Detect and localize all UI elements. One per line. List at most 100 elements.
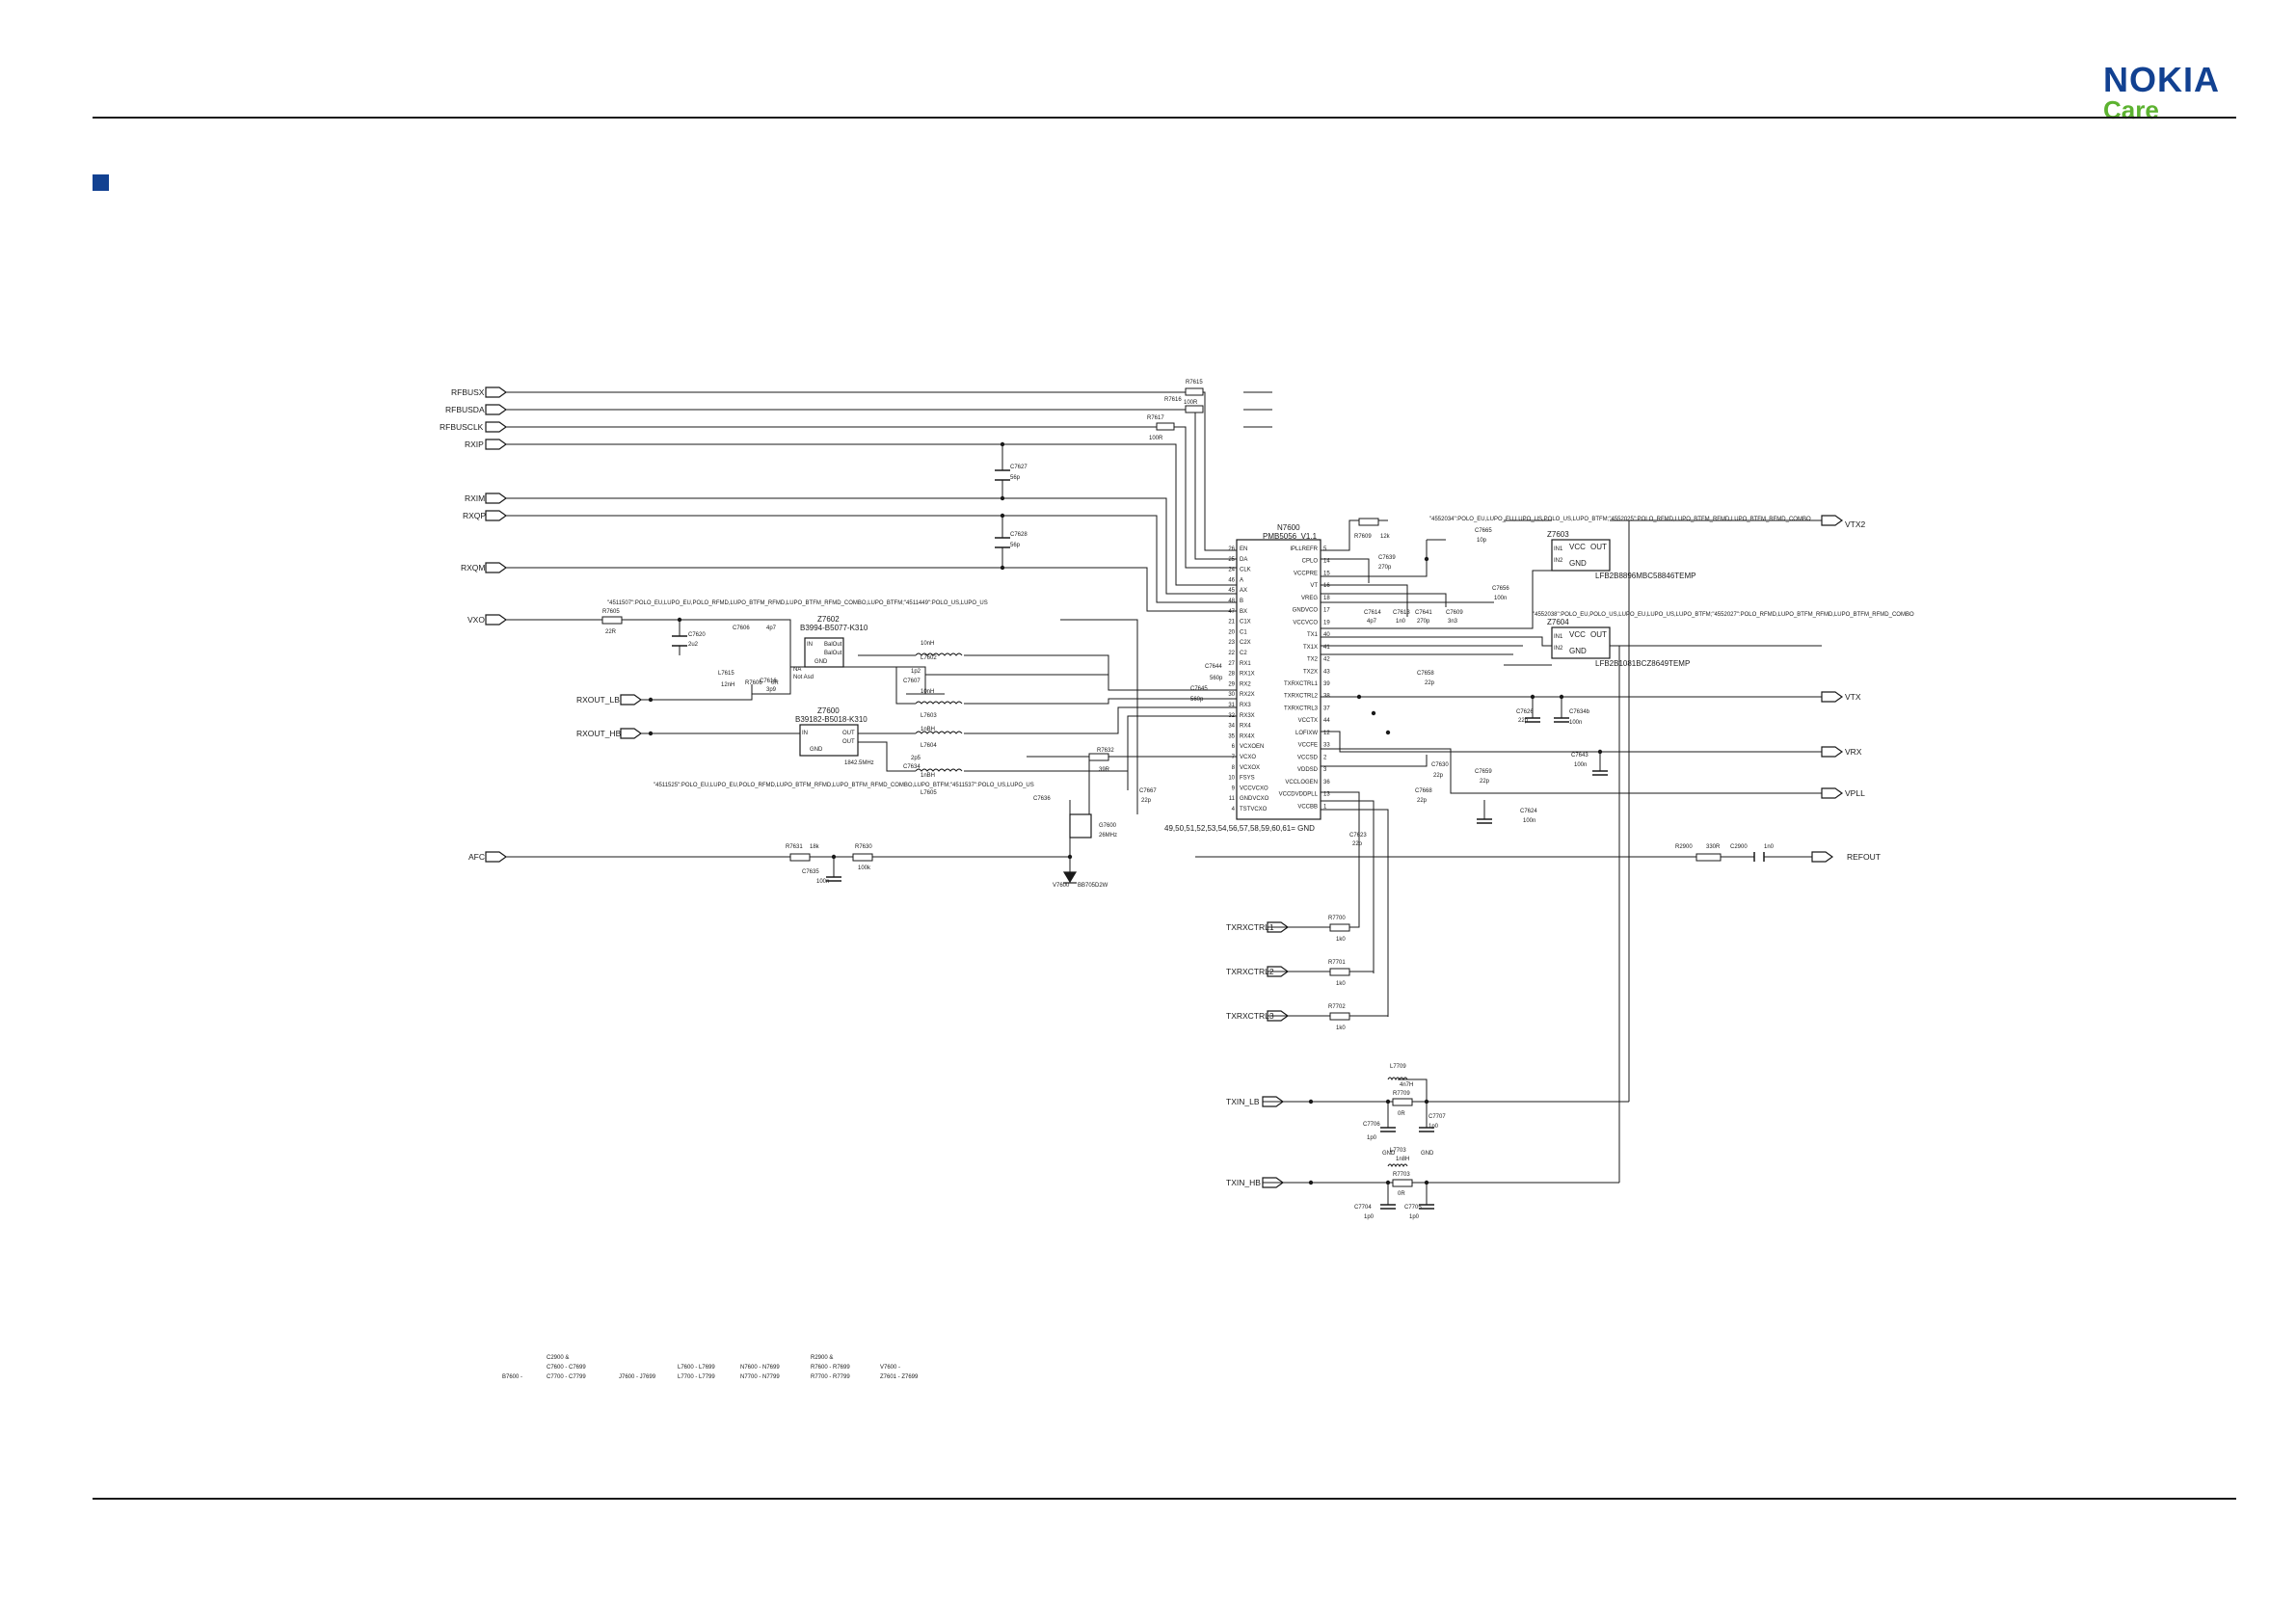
- ic-pin-name: GNDVCXO: [1240, 796, 1269, 802]
- port-shapes: [485, 386, 1844, 1188]
- ic-pin-name: TXRXCTRL2: [1284, 694, 1319, 700]
- comp-value: 1p0: [1364, 1214, 1375, 1220]
- comp-label: C7706: [1363, 1122, 1380, 1128]
- ic-pin-number: 10: [1228, 776, 1235, 782]
- ic-gnd-pins: 49,50,51,52,53,54,56,57,58,59,60,61= GND: [1164, 824, 1315, 833]
- ref-table-cell: N7600 - N7699: [740, 1365, 780, 1371]
- comp-label: R7609: [1354, 534, 1372, 540]
- comp-value: 1k0: [1336, 1025, 1346, 1031]
- comp-value: 12nH: [721, 682, 734, 688]
- comp-label: R2900: [1675, 844, 1693, 850]
- port-rxout-hb: RXOUT_HB: [576, 729, 622, 738]
- port-vtx2: VTX2: [1845, 519, 1866, 529]
- port-refout: REFOUT: [1847, 852, 1881, 862]
- port-rfbusclk: RFBUSCLK: [440, 422, 484, 432]
- ic-pin-number: 1: [1323, 804, 1327, 810]
- comp-label: C7623: [1349, 833, 1367, 839]
- ic-pin-number: 20: [1228, 629, 1235, 635]
- component-labels: R7615 R7616 100R R7617 100R C7627 56p C7…: [602, 380, 1775, 1220]
- comp-value: 22p: [1480, 779, 1490, 785]
- ic-pin-name: C2: [1240, 651, 1247, 656]
- comp-value: 0R: [1398, 1191, 1405, 1197]
- port-vxo: VXO: [467, 615, 485, 625]
- ic-pin-number: 8: [1232, 765, 1236, 771]
- comp-label: R7616: [1164, 397, 1182, 403]
- ic-pin-name: VCCDVDDPLL: [1279, 792, 1319, 798]
- z7602-part: B3994-B5077-K310: [800, 624, 868, 632]
- comp-value: 1nBH: [921, 773, 935, 779]
- ic-ref: N7600: [1277, 523, 1300, 532]
- port-vrx: VRX: [1845, 747, 1862, 757]
- ic-pin-number: 30: [1228, 692, 1235, 698]
- ref-table-cell: R2900 &: [811, 1355, 833, 1361]
- comp-value: 1p0: [1409, 1214, 1420, 1220]
- ic-pin-name: RX3: [1240, 703, 1251, 708]
- comp-value: 56p: [1010, 543, 1021, 548]
- z7600-pin-in: IN: [802, 731, 808, 736]
- comp-value: 1n0: [1764, 844, 1775, 850]
- ic-pin-number: 36: [1323, 780, 1330, 785]
- ic-pin-name: TXRXCTRL3: [1284, 706, 1319, 711]
- z7604-part: LFB2B1081BCZ8649TEMP: [1595, 659, 1690, 668]
- ref-table-cell: Z7601 - Z7699: [880, 1374, 919, 1380]
- comp-value: BB705D2W: [1078, 883, 1108, 889]
- ic-pin-number: 29: [1228, 681, 1235, 687]
- comp-label: C7630: [1431, 762, 1449, 768]
- ic-z7604: [1551, 626, 1611, 659]
- ic-pin-name: TX2: [1307, 657, 1319, 663]
- comp-label: C7607: [903, 679, 921, 684]
- ic-z7602: [804, 637, 844, 668]
- ic-pin-number: 45: [1228, 588, 1235, 594]
- comp-value: 100R: [1149, 436, 1163, 441]
- comp-value: 22R: [605, 629, 617, 635]
- z7602-pin-in: IN: [807, 642, 813, 648]
- comp-label: R7632: [1097, 748, 1114, 754]
- variant-note: "4552038":POLO_EU,POLO_US,LUPO_EU,LUPO_U…: [1533, 612, 1914, 618]
- ic-pin-name: VCXOX: [1240, 765, 1260, 771]
- z7604-pin-out: OUT: [1590, 630, 1607, 639]
- z7602-pin-balout1: BalOut: [824, 642, 842, 648]
- ic-pin-number: 38: [1323, 694, 1330, 700]
- ic-pin-name: TX2X: [1303, 669, 1318, 675]
- ic-pin-number: 26: [1228, 546, 1235, 552]
- port-txin-lb: TXIN_LB: [1226, 1097, 1260, 1106]
- comp-value: 12k: [1380, 534, 1391, 540]
- comp-label: C7659: [1475, 769, 1492, 775]
- comp-label: C7634b: [1569, 709, 1590, 715]
- comp-label: G7600: [1099, 823, 1117, 829]
- ref-table-cell: N7700 - N7799: [740, 1374, 780, 1380]
- comp-value: 4p7: [1367, 619, 1377, 625]
- port-rxip: RXIP: [465, 439, 484, 449]
- comp-label: C7668: [1415, 788, 1432, 794]
- comp-value: 22p: [1352, 841, 1363, 847]
- z7603-pin-vcc: VCC: [1569, 543, 1586, 551]
- comp-value: 1nBH: [921, 727, 935, 732]
- ic-pin-name: VCXOEN: [1240, 744, 1264, 750]
- ic-pin-number: 3: [1323, 767, 1327, 773]
- ic-pin-number: 27: [1228, 661, 1235, 667]
- ic-pin-name: B: [1240, 599, 1243, 604]
- ic-pin-number: 12: [1323, 731, 1330, 736]
- ic-pin-number: 40: [1323, 632, 1330, 638]
- comp-value: 10nH: [921, 641, 934, 647]
- comp-label: C7639: [1378, 555, 1396, 561]
- ic-pin-name: TX1X: [1303, 645, 1318, 651]
- comp-label: C7667: [1139, 788, 1157, 794]
- ref-table-cell: C7600 - C7699: [547, 1365, 586, 1371]
- ref-table-cell: R7600 - R7699: [811, 1365, 850, 1371]
- gnd-label: GND: [1421, 1151, 1434, 1157]
- ic-pin-number: 7: [1232, 755, 1236, 760]
- junction-dots: [648, 441, 1603, 1185]
- comp-label: R7615: [1186, 380, 1203, 386]
- comp-value: 4n7H: [1400, 1082, 1413, 1088]
- ic-pin-name: LOFIXW: [1295, 731, 1318, 736]
- ic-pin-number: 31: [1228, 703, 1235, 708]
- ic-pin-name: VT: [1310, 583, 1318, 589]
- variant-note: "4511525":POLO_EU,LUPO_EU,POLO_RFMD,LUPO…: [654, 783, 1034, 788]
- footer-rule: [93, 1498, 2236, 1500]
- comp-value: 22p: [1425, 680, 1435, 686]
- comp-value: 56p: [1010, 475, 1021, 481]
- comp-label: C7705: [1404, 1205, 1422, 1211]
- header-rule: [93, 117, 2236, 119]
